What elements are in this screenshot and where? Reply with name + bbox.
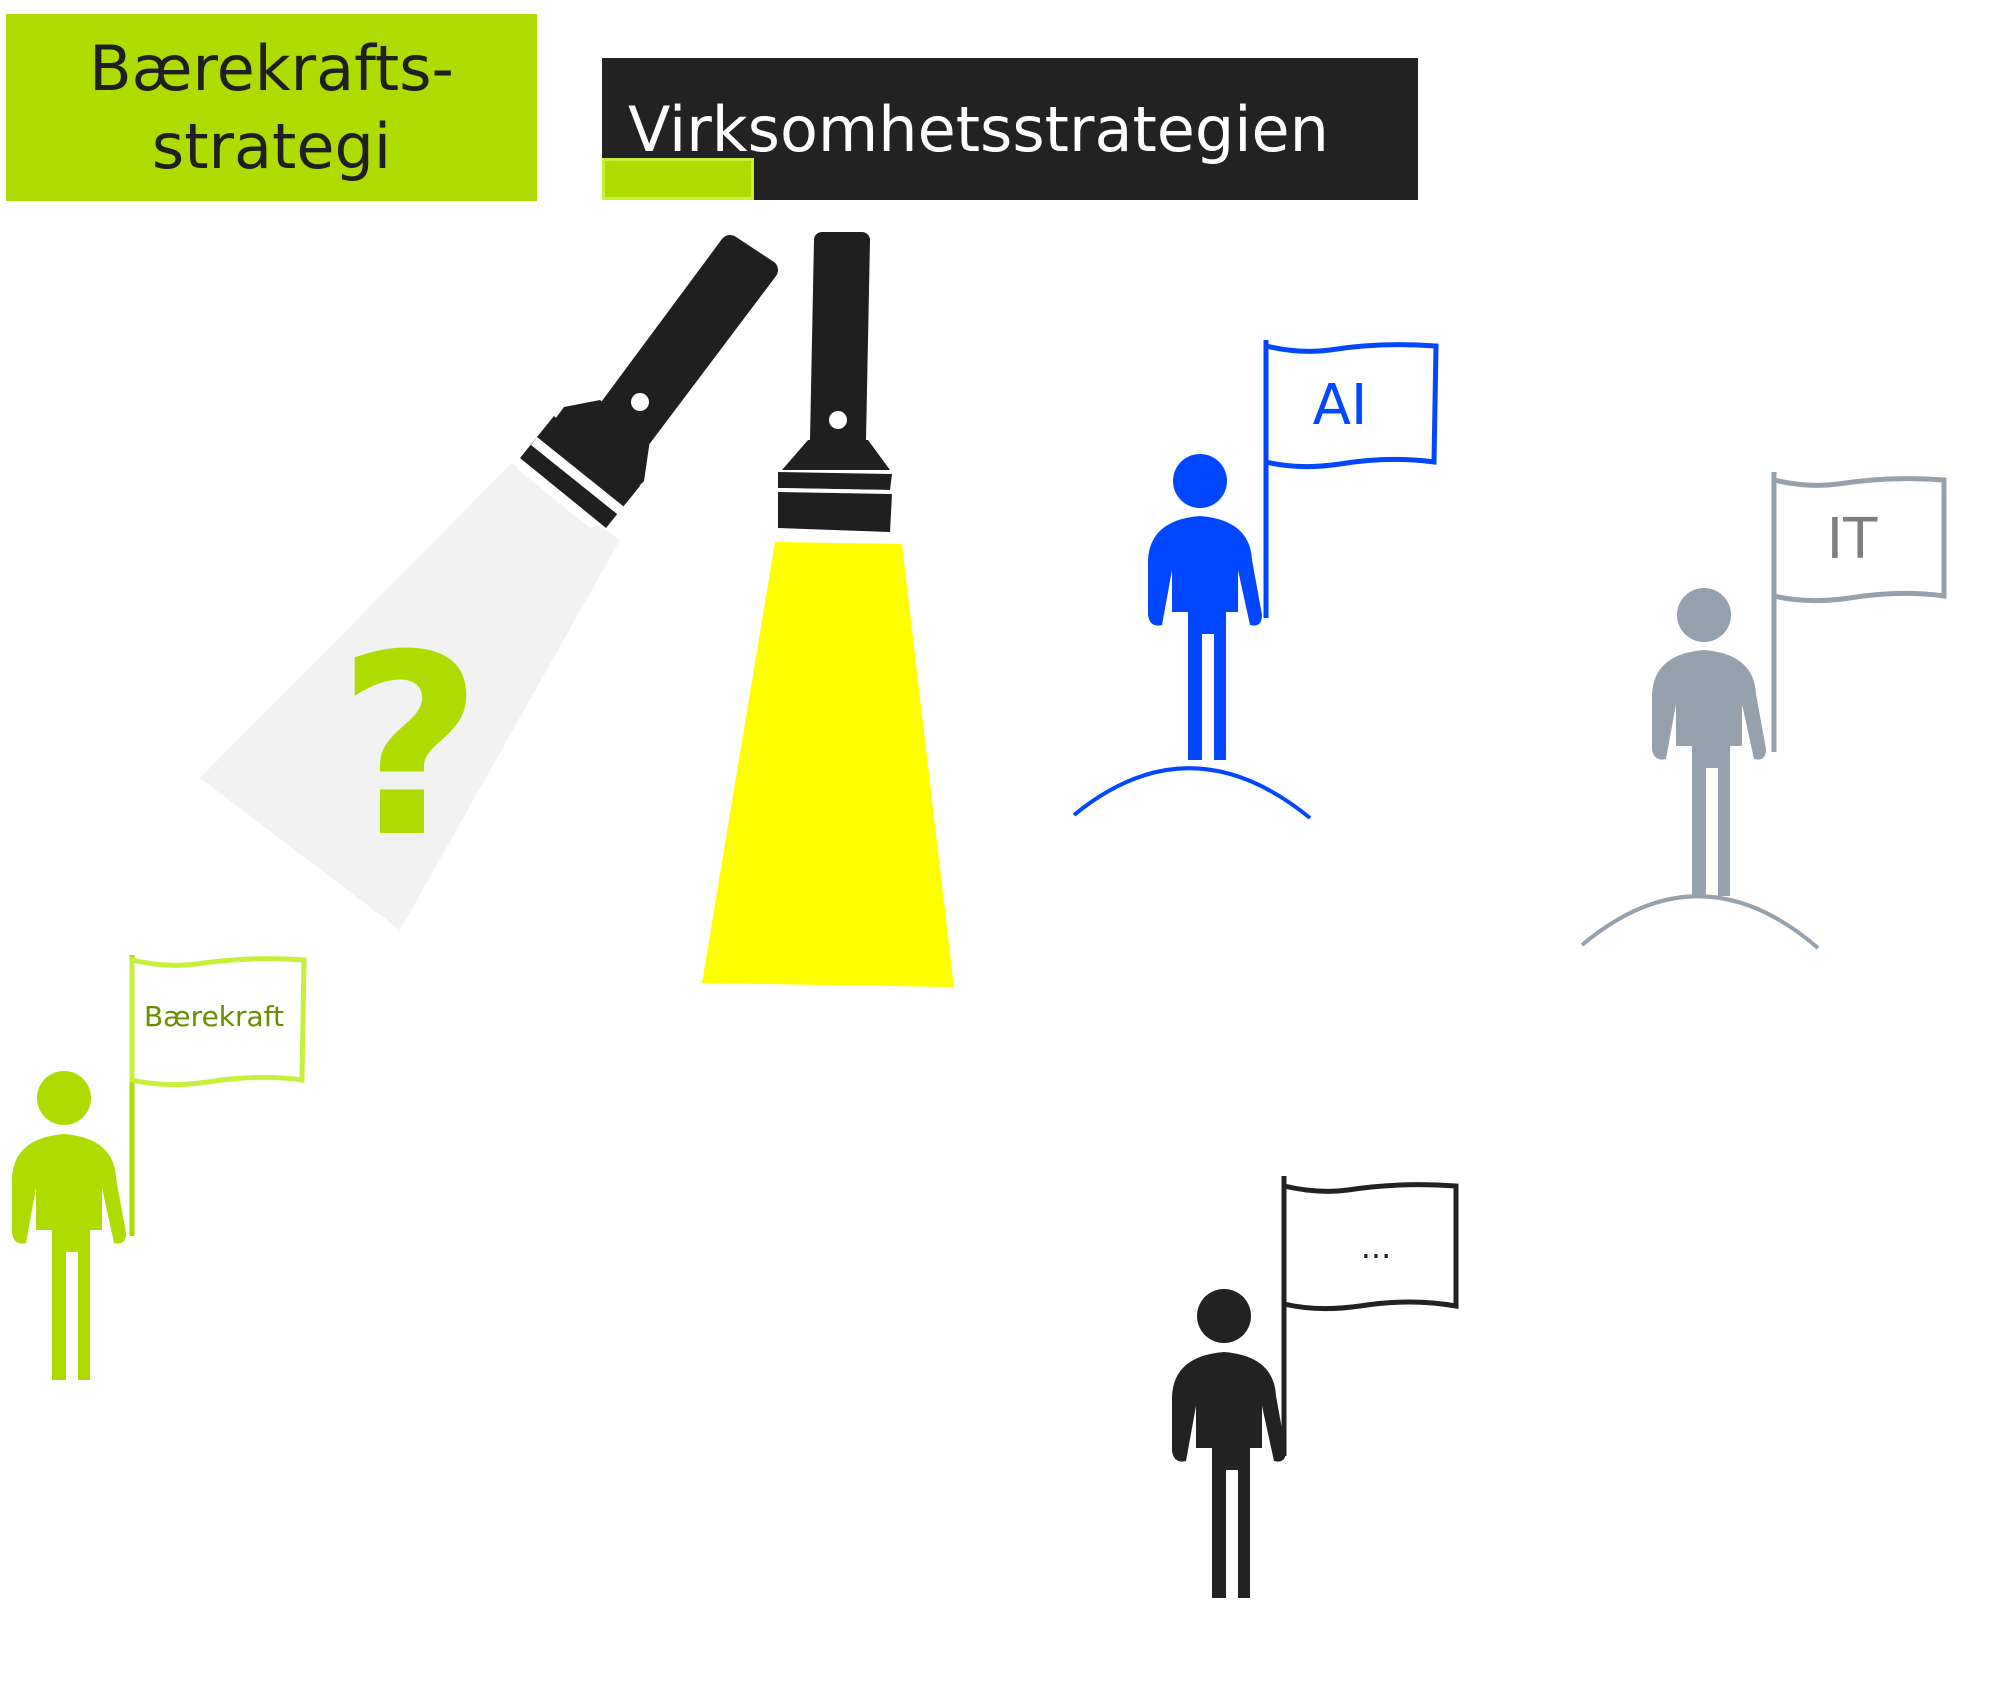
sustainability-flag-label: Bærekraft xyxy=(144,1000,284,1033)
other-person-icon xyxy=(1172,1289,1286,1598)
other-flag-label: ... xyxy=(1361,1228,1392,1266)
it-hill xyxy=(1582,896,1818,948)
it-flag-label: IT xyxy=(1827,507,1879,572)
it-person-icon xyxy=(1652,588,1766,896)
lit-flashlight-icon xyxy=(778,240,892,532)
ai-person-icon xyxy=(1148,454,1262,760)
ai-hill xyxy=(1074,768,1310,818)
ai-flag-label: AI xyxy=(1313,373,1368,438)
sustainability-person-icon xyxy=(12,1071,126,1380)
question-mark: ? xyxy=(337,601,482,892)
lit-light-beam xyxy=(702,542,954,987)
